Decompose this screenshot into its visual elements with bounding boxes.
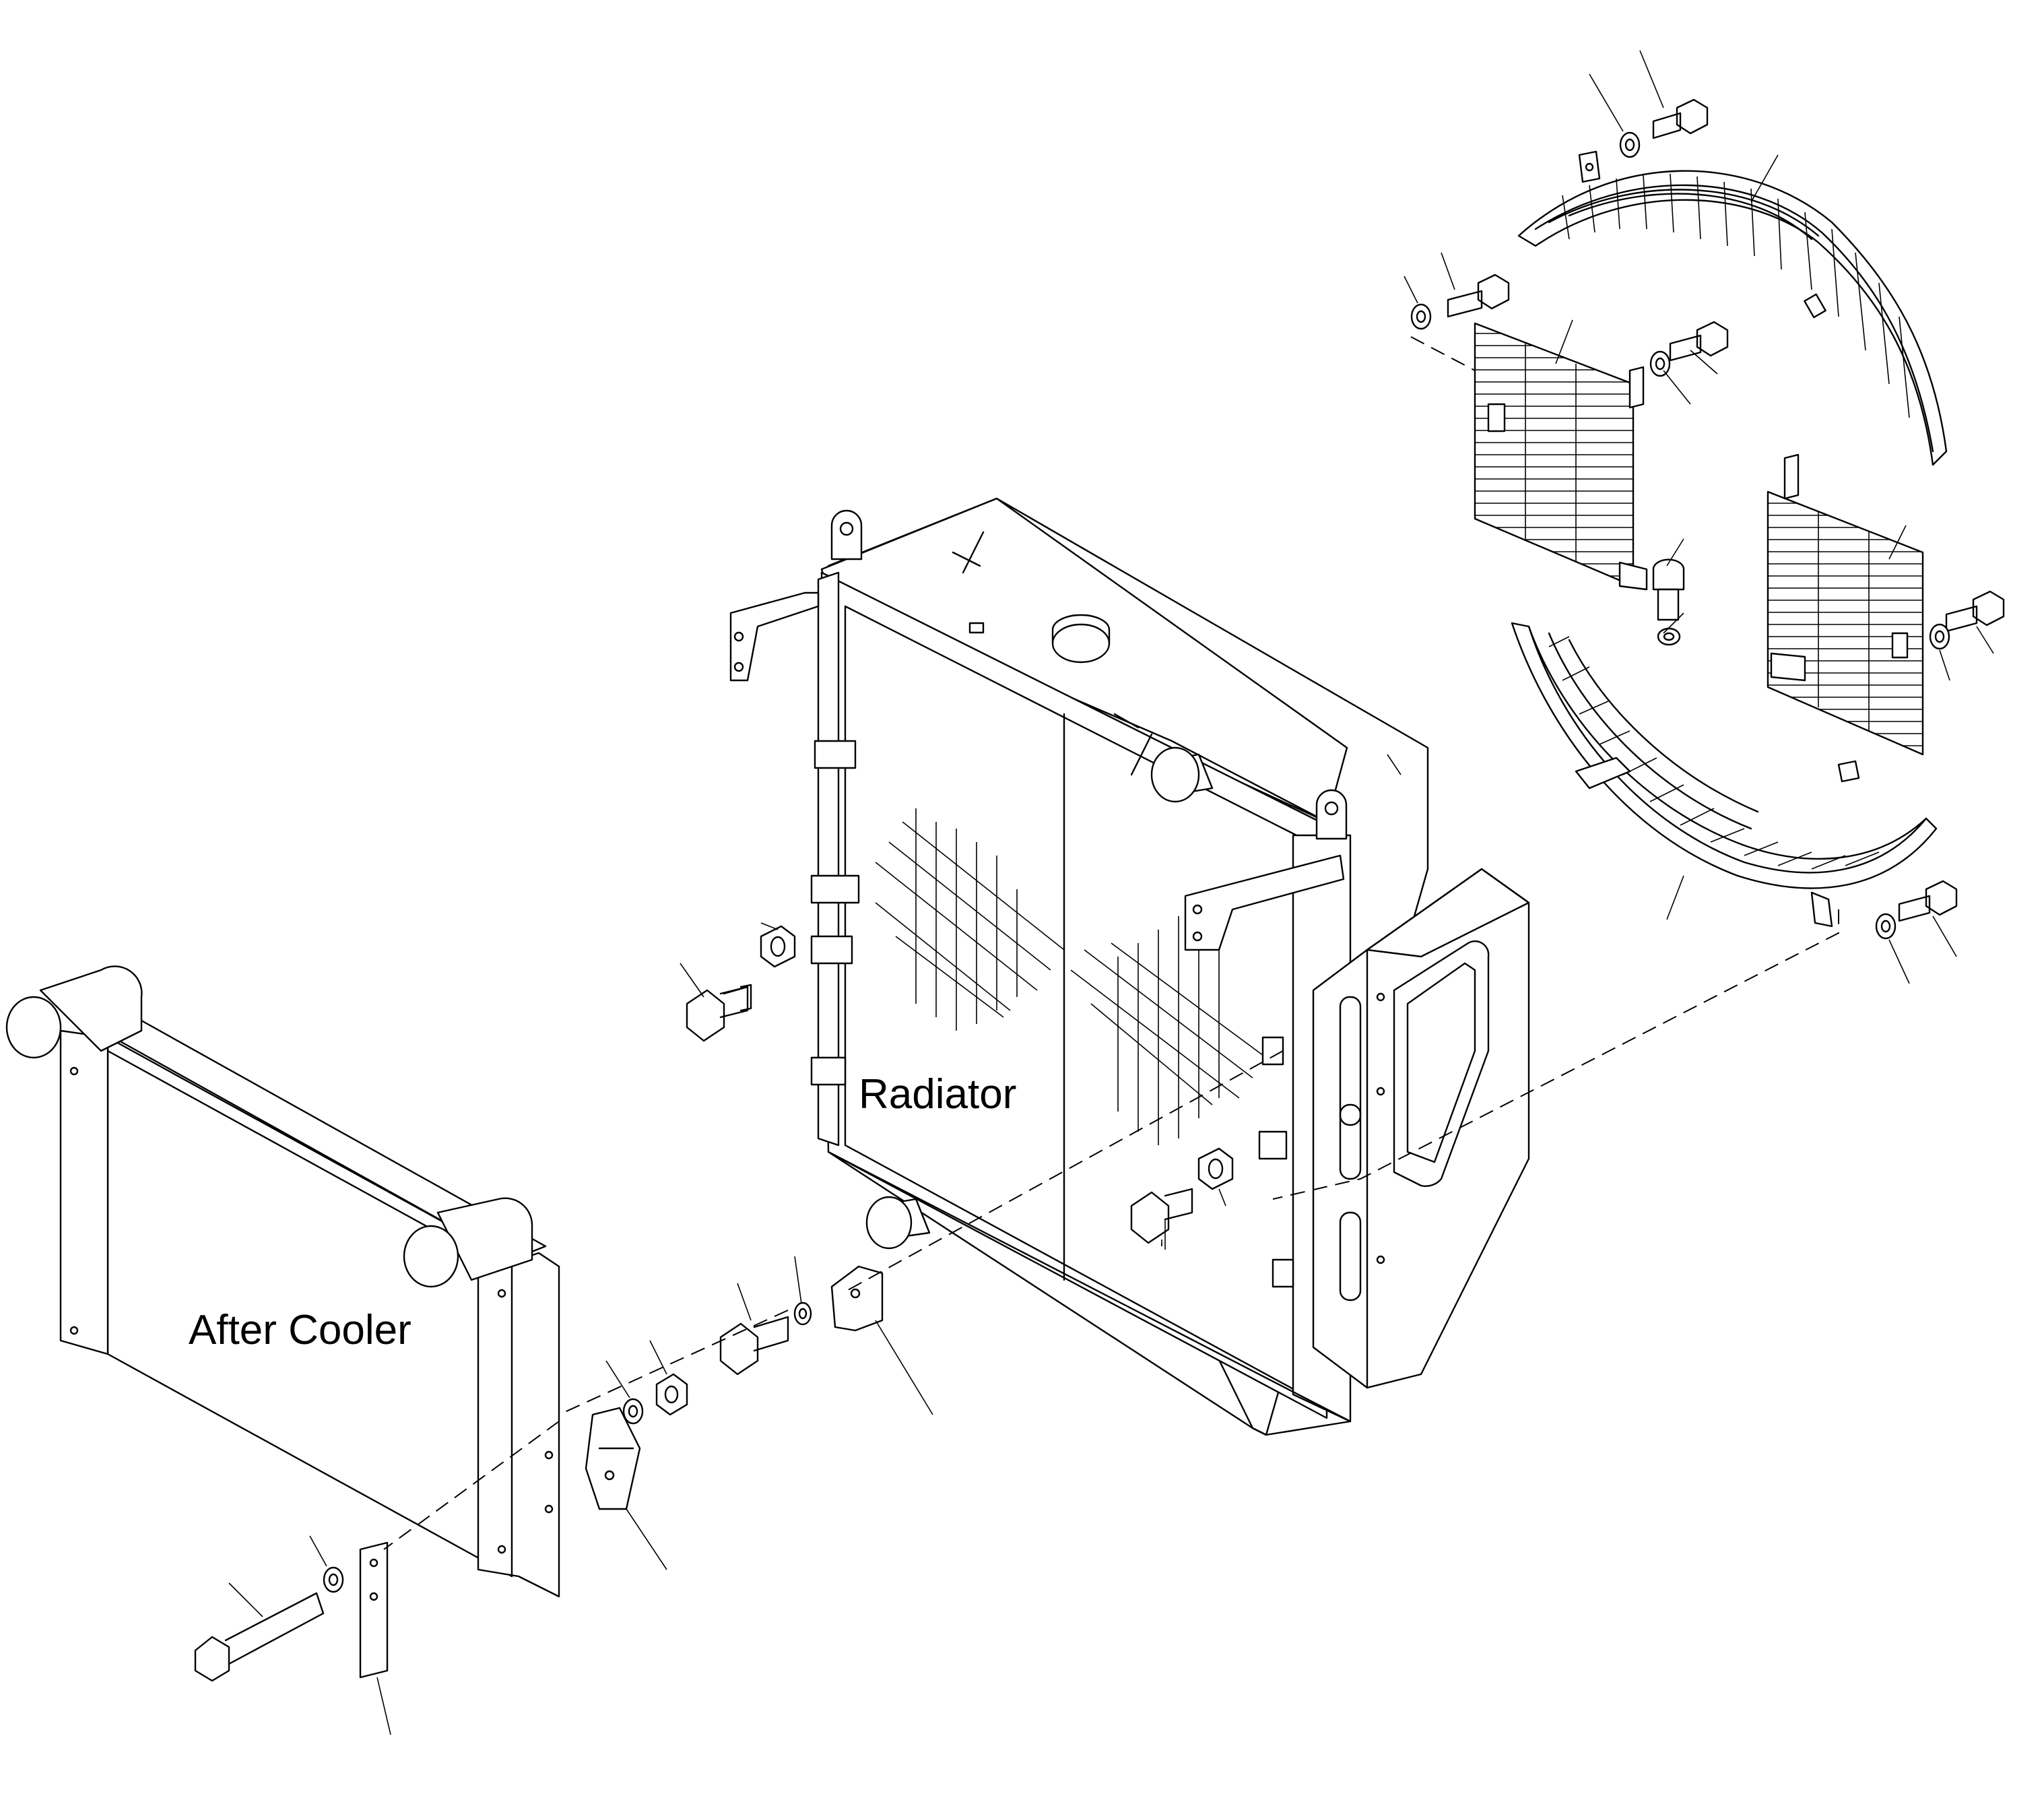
- radiator-top-left-bracket: [729, 591, 820, 682]
- after-cooler-nut: [655, 1373, 688, 1416]
- after-cooler-left-inlet-pipe: [5, 965, 143, 1059]
- radiator-mount-nut-upper: [760, 925, 796, 968]
- radiator-mount-bolt-upper: [686, 984, 752, 1042]
- fan-guard-right-washer: [1929, 623, 1950, 650]
- fan-guard-center-bolt: [1669, 321, 1729, 362]
- fan-shroud-side-plate: [1312, 868, 1530, 1389]
- fan-guard-upper-washer: [1619, 131, 1641, 158]
- fan-guard-vertical-washer: [1657, 627, 1681, 646]
- after-cooler-support-strap: [359, 1541, 389, 1679]
- radiator-center-bolt: [719, 1316, 789, 1376]
- radiator-mount-bolt-lower: [1130, 1188, 1193, 1244]
- fan-guard-left-bolt: [1447, 273, 1510, 318]
- after-cooler-left-tank: [59, 1029, 109, 1355]
- fan-guard-center-washer: [1649, 350, 1671, 377]
- radiator-left-clips: [810, 740, 860, 1086]
- after-cooler-label: After Cooler: [189, 1307, 411, 1353]
- radiator-filler-cap: [1051, 614, 1111, 664]
- radiator-center-washer: [793, 1301, 812, 1326]
- fan-guard-upper-arc: [1517, 150, 1948, 466]
- fan-guard-left-grille: [1474, 322, 1648, 591]
- radiator-lifting-lug-right: [1315, 789, 1348, 840]
- alignment-lines: [383, 336, 1839, 1550]
- fan-guard-right-grille: [1767, 453, 1924, 756]
- fan-guard-upper-bolt: [1652, 98, 1709, 139]
- after-cooler-bracket: [585, 1407, 641, 1510]
- radiator-label: Radiator: [859, 1071, 1016, 1118]
- after-cooler-assembly: [5, 965, 560, 1598]
- radiator-upper-outlet: [1150, 746, 1214, 803]
- radiator-core-mesh-right: [1070, 909, 1267, 1145]
- radiator-lower-outlet: [865, 1196, 931, 1250]
- after-cooler-long-bolt: [194, 1592, 325, 1682]
- fan-guard-lower-arc: [1511, 622, 1938, 928]
- callout-leader-lines: [228, 50, 1994, 1735]
- fan-guard-lower-bolt: [1898, 880, 1958, 922]
- radiator-center-bracket: [830, 1265, 884, 1332]
- radiator-top-tabs: [952, 531, 1153, 776]
- fan-guard-vertical-bolt: [1652, 558, 1685, 621]
- fan-guard-lower-washer: [1875, 913, 1897, 940]
- after-cooler-lower-washer: [323, 1566, 344, 1593]
- radiator-right-bracket: [1184, 854, 1345, 951]
- after-cooler-right-outlet-pipe: [403, 1197, 533, 1288]
- after-cooler-washer: [622, 1398, 644, 1425]
- radiator-lifting-lug-left: [830, 509, 863, 560]
- fan-guard-right-bolt: [1945, 590, 2005, 633]
- after-cooler-right-tank: [477, 1252, 560, 1598]
- radiator-right-clips: [1258, 1036, 1294, 1288]
- radiator-core-mesh-left: [875, 808, 1065, 1031]
- radiator-mount-nut-lower: [1197, 1147, 1234, 1190]
- fan-guard-left-washer: [1410, 303, 1432, 330]
